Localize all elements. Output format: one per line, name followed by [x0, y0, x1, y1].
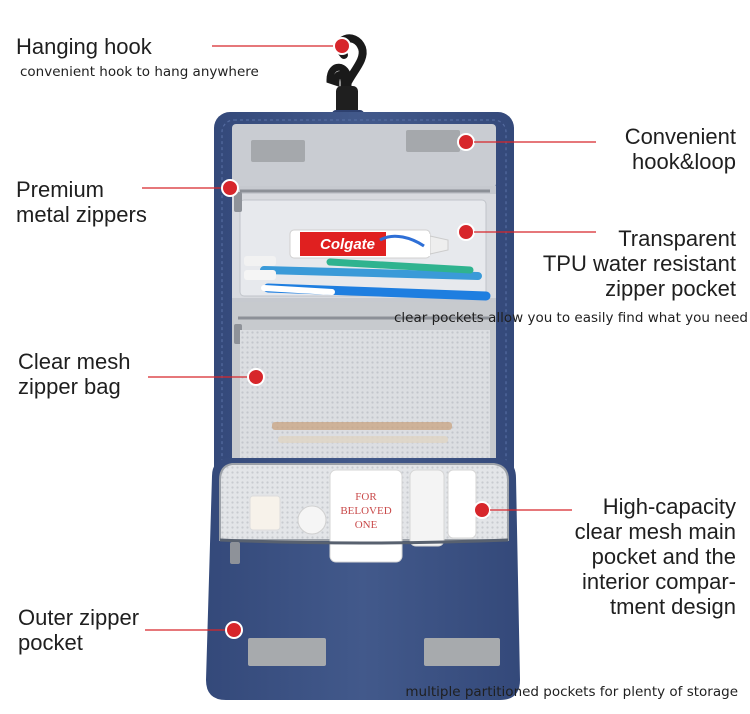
toothpaste-brand: Colgate — [320, 236, 375, 253]
hotspot-dot — [457, 223, 475, 241]
hotspot-dot — [247, 368, 265, 386]
footer-note: multiple partitioned pockets for plenty … — [405, 684, 738, 700]
main-pocket-title: High-capacity clear mesh main pocket and… — [574, 494, 736, 619]
toothpaste — [289, 229, 449, 259]
outer-pocket-title: Outer zipper pocket — [18, 605, 140, 655]
main-pocket — [206, 458, 520, 700]
callout-leaders — [142, 37, 596, 639]
hotspot-dot — [333, 37, 351, 55]
velcro-strip — [251, 140, 305, 162]
zipper-pull — [230, 542, 240, 564]
top-lining — [232, 124, 496, 188]
tpu-pocket-title: Transparent TPU water resistant zipper p… — [542, 226, 736, 301]
hotspot-dot — [457, 133, 475, 151]
clear-mesh-title: Clear mesh zipper bag — [18, 349, 131, 399]
bottle-label-line: ONE — [355, 519, 378, 531]
hotspot-dot — [473, 501, 491, 519]
hotspot-dot — [221, 179, 239, 197]
hotspot-dot — [225, 621, 243, 639]
hanging-hook-title: Hanging hook — [16, 34, 152, 59]
hanging-hook-note: convenient hook to hang anywhere — [20, 64, 259, 80]
hook-loop-title: Convenient hook&loop — [624, 124, 736, 174]
velcro-strip — [424, 638, 500, 666]
toothbrushes — [244, 256, 491, 301]
bottle-label-line: BELOVED — [340, 505, 391, 517]
zipper-pull — [234, 192, 242, 212]
premium-zippers-title: Premium metal zippers — [16, 177, 147, 227]
tpu-pocket — [232, 186, 496, 302]
velcro-strip — [406, 130, 460, 152]
tpu-pocket-note: clear pockets allow you to easily find w… — [393, 310, 748, 326]
bottle-label-line: FOR — [355, 491, 377, 503]
mesh-pocket — [232, 302, 496, 462]
lotion-bottle — [329, 469, 403, 563]
velcro-strip — [248, 638, 326, 666]
